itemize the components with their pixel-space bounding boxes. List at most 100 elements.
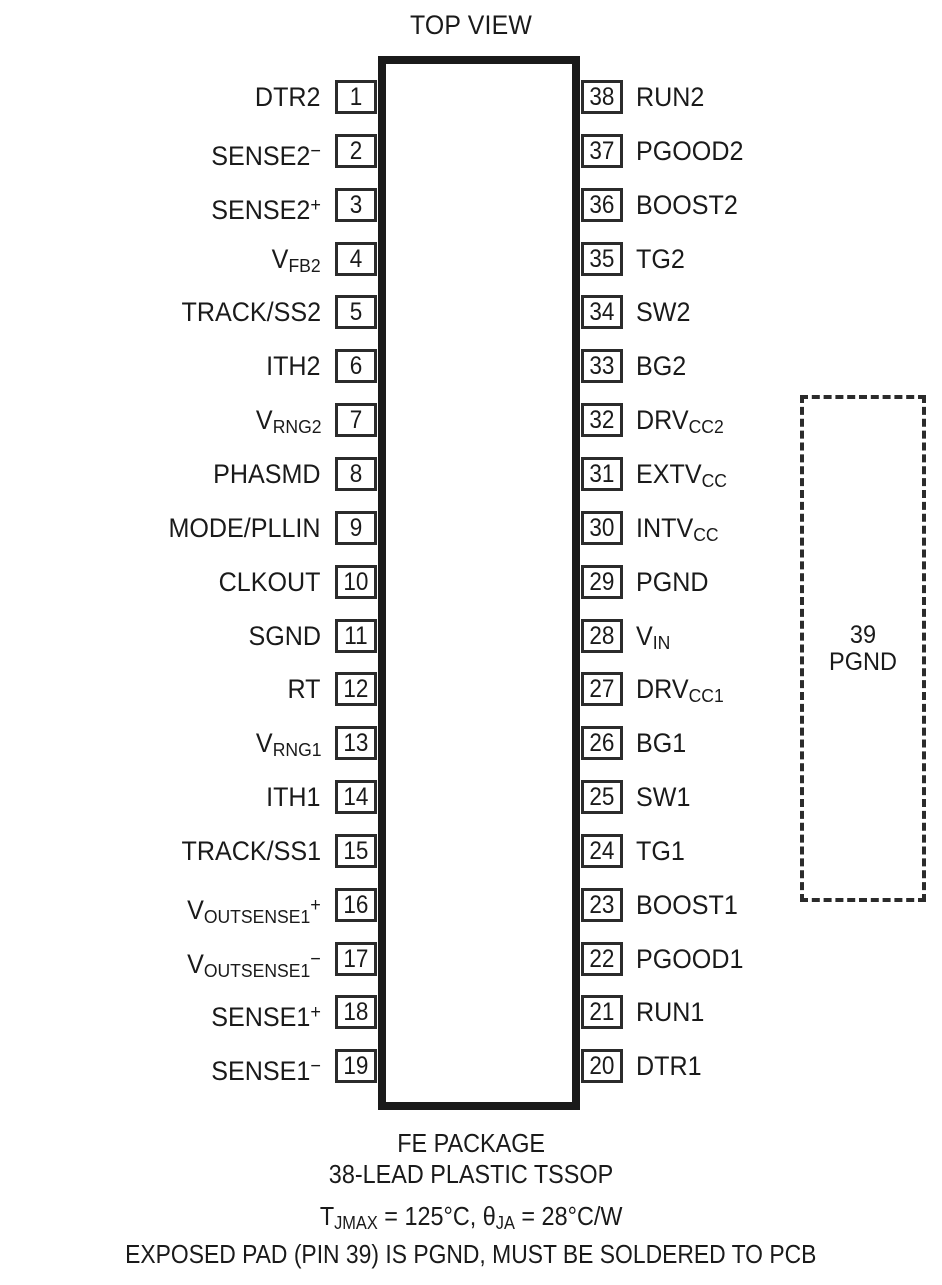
pin-label-text: SENSE2+ bbox=[211, 193, 321, 225]
pin-label: CLKOUT bbox=[211, 564, 321, 600]
pin-label-superscript: + bbox=[310, 193, 321, 216]
pin-number: 17 bbox=[343, 944, 369, 973]
caption-package-name: FE PACKAGE bbox=[397, 1128, 545, 1158]
pin-label-text: BOOST2 bbox=[636, 189, 738, 220]
pin-label-text: SENSE1+ bbox=[211, 1001, 321, 1033]
pin-label-subscript: CC1 bbox=[688, 686, 724, 708]
pin-label-text: BOOST1 bbox=[636, 889, 738, 920]
pin-label-text: EXTVCC bbox=[636, 458, 727, 493]
thermal-text: TJMAX = 125°C, θJA = 28°C/W bbox=[319, 1201, 623, 1233]
pin-label-text: INTVCC bbox=[636, 512, 719, 546]
pin-number-box: 13 bbox=[335, 726, 377, 761]
pin-number-box: 27 bbox=[581, 672, 623, 707]
pin-number: 13 bbox=[343, 729, 369, 758]
exposed-pad-label: 39 PGND bbox=[804, 621, 922, 676]
pin-number: 22 bbox=[589, 944, 615, 973]
pin-label: RUN1 bbox=[636, 994, 710, 1030]
pin-label-text: SW2 bbox=[636, 297, 691, 328]
pin-label-superscript: − bbox=[310, 947, 321, 970]
pin-label-text: DTR1 bbox=[636, 1051, 702, 1082]
pin-label-subscript: CC bbox=[701, 471, 727, 493]
pin-row: 13 VRNG1 bbox=[0, 726, 378, 761]
pin-label-text: ITH2 bbox=[266, 351, 321, 382]
pin-label-subscript: OUTSENSE1 bbox=[204, 960, 311, 982]
pin-number: 38 bbox=[589, 83, 615, 111]
pin-label: BG2 bbox=[636, 348, 690, 384]
pin-label-text: SENSE1− bbox=[211, 1055, 321, 1087]
pin-label-text: DTR2 bbox=[255, 82, 321, 112]
pin-number-box: 17 bbox=[335, 941, 377, 976]
pin-number: 28 bbox=[589, 621, 615, 650]
pin-number-box: 21 bbox=[581, 995, 623, 1030]
pin-label-subscript: RNG2 bbox=[272, 417, 321, 439]
pin-label-text: VOUTSENSE1− bbox=[187, 947, 321, 982]
pin-label-text: MODE/PLLIN bbox=[168, 512, 321, 543]
pin-number: 27 bbox=[589, 675, 615, 704]
pin-number: 25 bbox=[589, 783, 615, 812]
pin-number-box: 10 bbox=[335, 564, 377, 599]
pin-label-text: RUN1 bbox=[636, 997, 705, 1028]
caption-spacer bbox=[0, 1190, 942, 1201]
pin-label: EXTVCC bbox=[636, 456, 734, 492]
chip-body-outline: 39 PGND bbox=[378, 56, 926, 1110]
pin-label-text: RT bbox=[287, 674, 321, 705]
pin-row: 3 SENSE2+ bbox=[0, 187, 378, 225]
pin-number-box: 14 bbox=[335, 780, 377, 815]
pin-label-text: DRVCC1 bbox=[636, 674, 724, 708]
pin-label: BOOST2 bbox=[636, 187, 746, 223]
pin-number-box: 25 bbox=[581, 780, 623, 815]
pin-number-box: 22 bbox=[581, 941, 623, 976]
pin-number-box: 8 bbox=[335, 456, 377, 491]
pin-row: 20 DTR1 bbox=[580, 1049, 942, 1084]
pin-label: SENSE2+ bbox=[203, 187, 321, 225]
pin-label-text: TG1 bbox=[636, 835, 685, 866]
pin-label: SENSE1− bbox=[203, 1048, 321, 1086]
pin-number: 26 bbox=[589, 729, 615, 758]
pin-number-box: 32 bbox=[581, 403, 623, 438]
pin-number-box: 34 bbox=[581, 295, 623, 330]
pin-label-text: VRNG1 bbox=[255, 728, 321, 762]
pin-number-box: 20 bbox=[581, 1049, 623, 1084]
exposed-pad-name: PGND bbox=[829, 647, 897, 676]
pin-label-text: VRNG2 bbox=[255, 405, 321, 439]
pin-number-box: 2 bbox=[335, 133, 377, 168]
pin-label-text: BG2 bbox=[636, 351, 687, 382]
pin-label: VFB2 bbox=[268, 241, 321, 277]
pin-number: 33 bbox=[589, 352, 615, 381]
pin-label-superscript: − bbox=[310, 1055, 321, 1078]
theta-subscript: JA bbox=[495, 1213, 515, 1233]
pin-number-box: 5 bbox=[335, 295, 377, 330]
pin-row: 2 SENSE2− bbox=[0, 133, 378, 171]
pin-label-text: PGOOD2 bbox=[636, 135, 744, 166]
pin-number-box: 3 bbox=[335, 187, 377, 222]
pin-row: 12 RT bbox=[0, 672, 378, 707]
pin-label-subscript: CC bbox=[693, 524, 719, 546]
pin-label: TG2 bbox=[636, 241, 689, 277]
tjmax-subscript: JMAX bbox=[333, 1213, 378, 1233]
pin-number-box: 11 bbox=[335, 618, 377, 653]
exposed-pad-region: 39 PGND bbox=[800, 395, 926, 902]
pin-number: 10 bbox=[343, 567, 369, 596]
pin-number: 21 bbox=[589, 998, 615, 1027]
diagram-title: TOP VIEW bbox=[409, 10, 533, 40]
pin-row: 4 VFB2 bbox=[0, 241, 378, 277]
pin-number: 20 bbox=[589, 1052, 615, 1081]
pin-label-text: SGND bbox=[248, 620, 321, 651]
pin-label-superscript: + bbox=[310, 1001, 321, 1024]
pin-number: 4 bbox=[349, 244, 363, 273]
pin-number-box: 33 bbox=[581, 349, 623, 384]
pin-label: SENSE2− bbox=[203, 133, 321, 171]
pin-number: 14 bbox=[343, 783, 369, 812]
pin-row: 27 DRVCC1 bbox=[580, 672, 942, 708]
pin-label: PHASMD bbox=[205, 456, 321, 492]
pin-number: 12 bbox=[343, 675, 369, 704]
